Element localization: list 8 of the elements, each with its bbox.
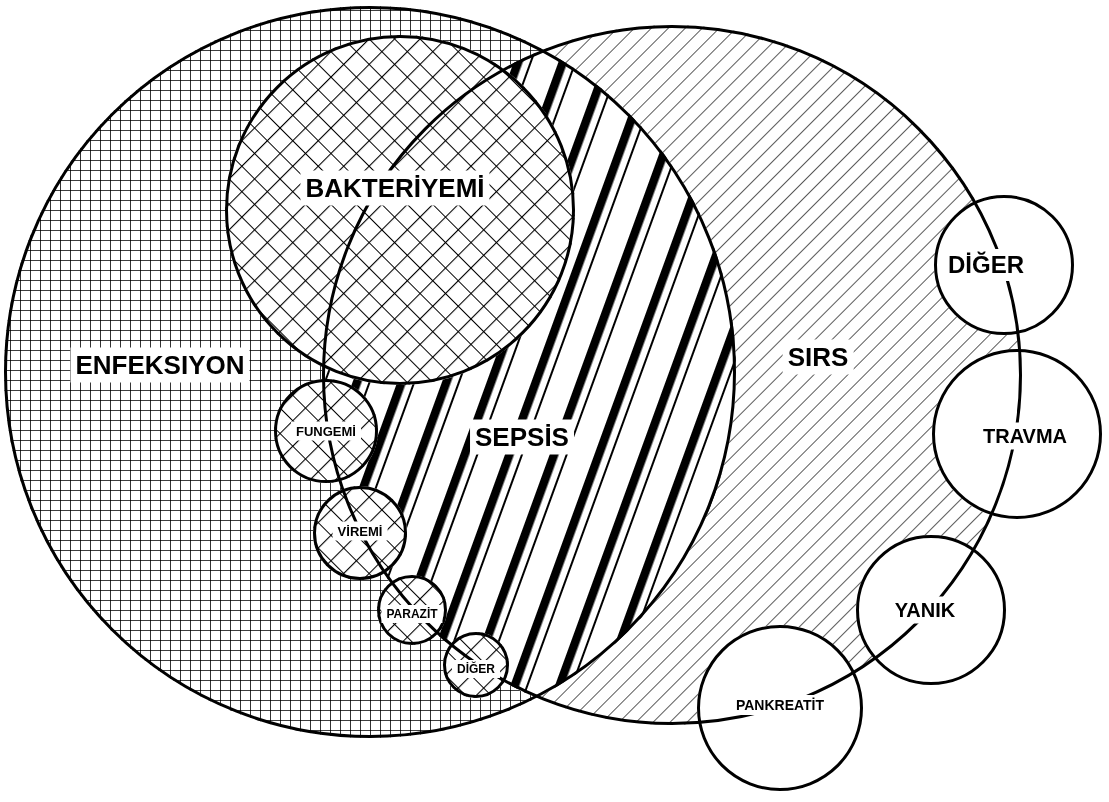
set-label: SIRS <box>782 339 854 375</box>
set-label: ENFEKSIYON <box>70 347 250 383</box>
set-label: FUNGEMİ <box>291 421 361 441</box>
set-label: PARAZİT <box>381 605 443 623</box>
set-label: BAKTERİYEMİ <box>300 170 490 206</box>
set-label: DİĞER <box>452 660 500 678</box>
set-label: VİREMİ <box>332 521 388 541</box>
region-label: SEPSİS <box>470 419 574 455</box>
